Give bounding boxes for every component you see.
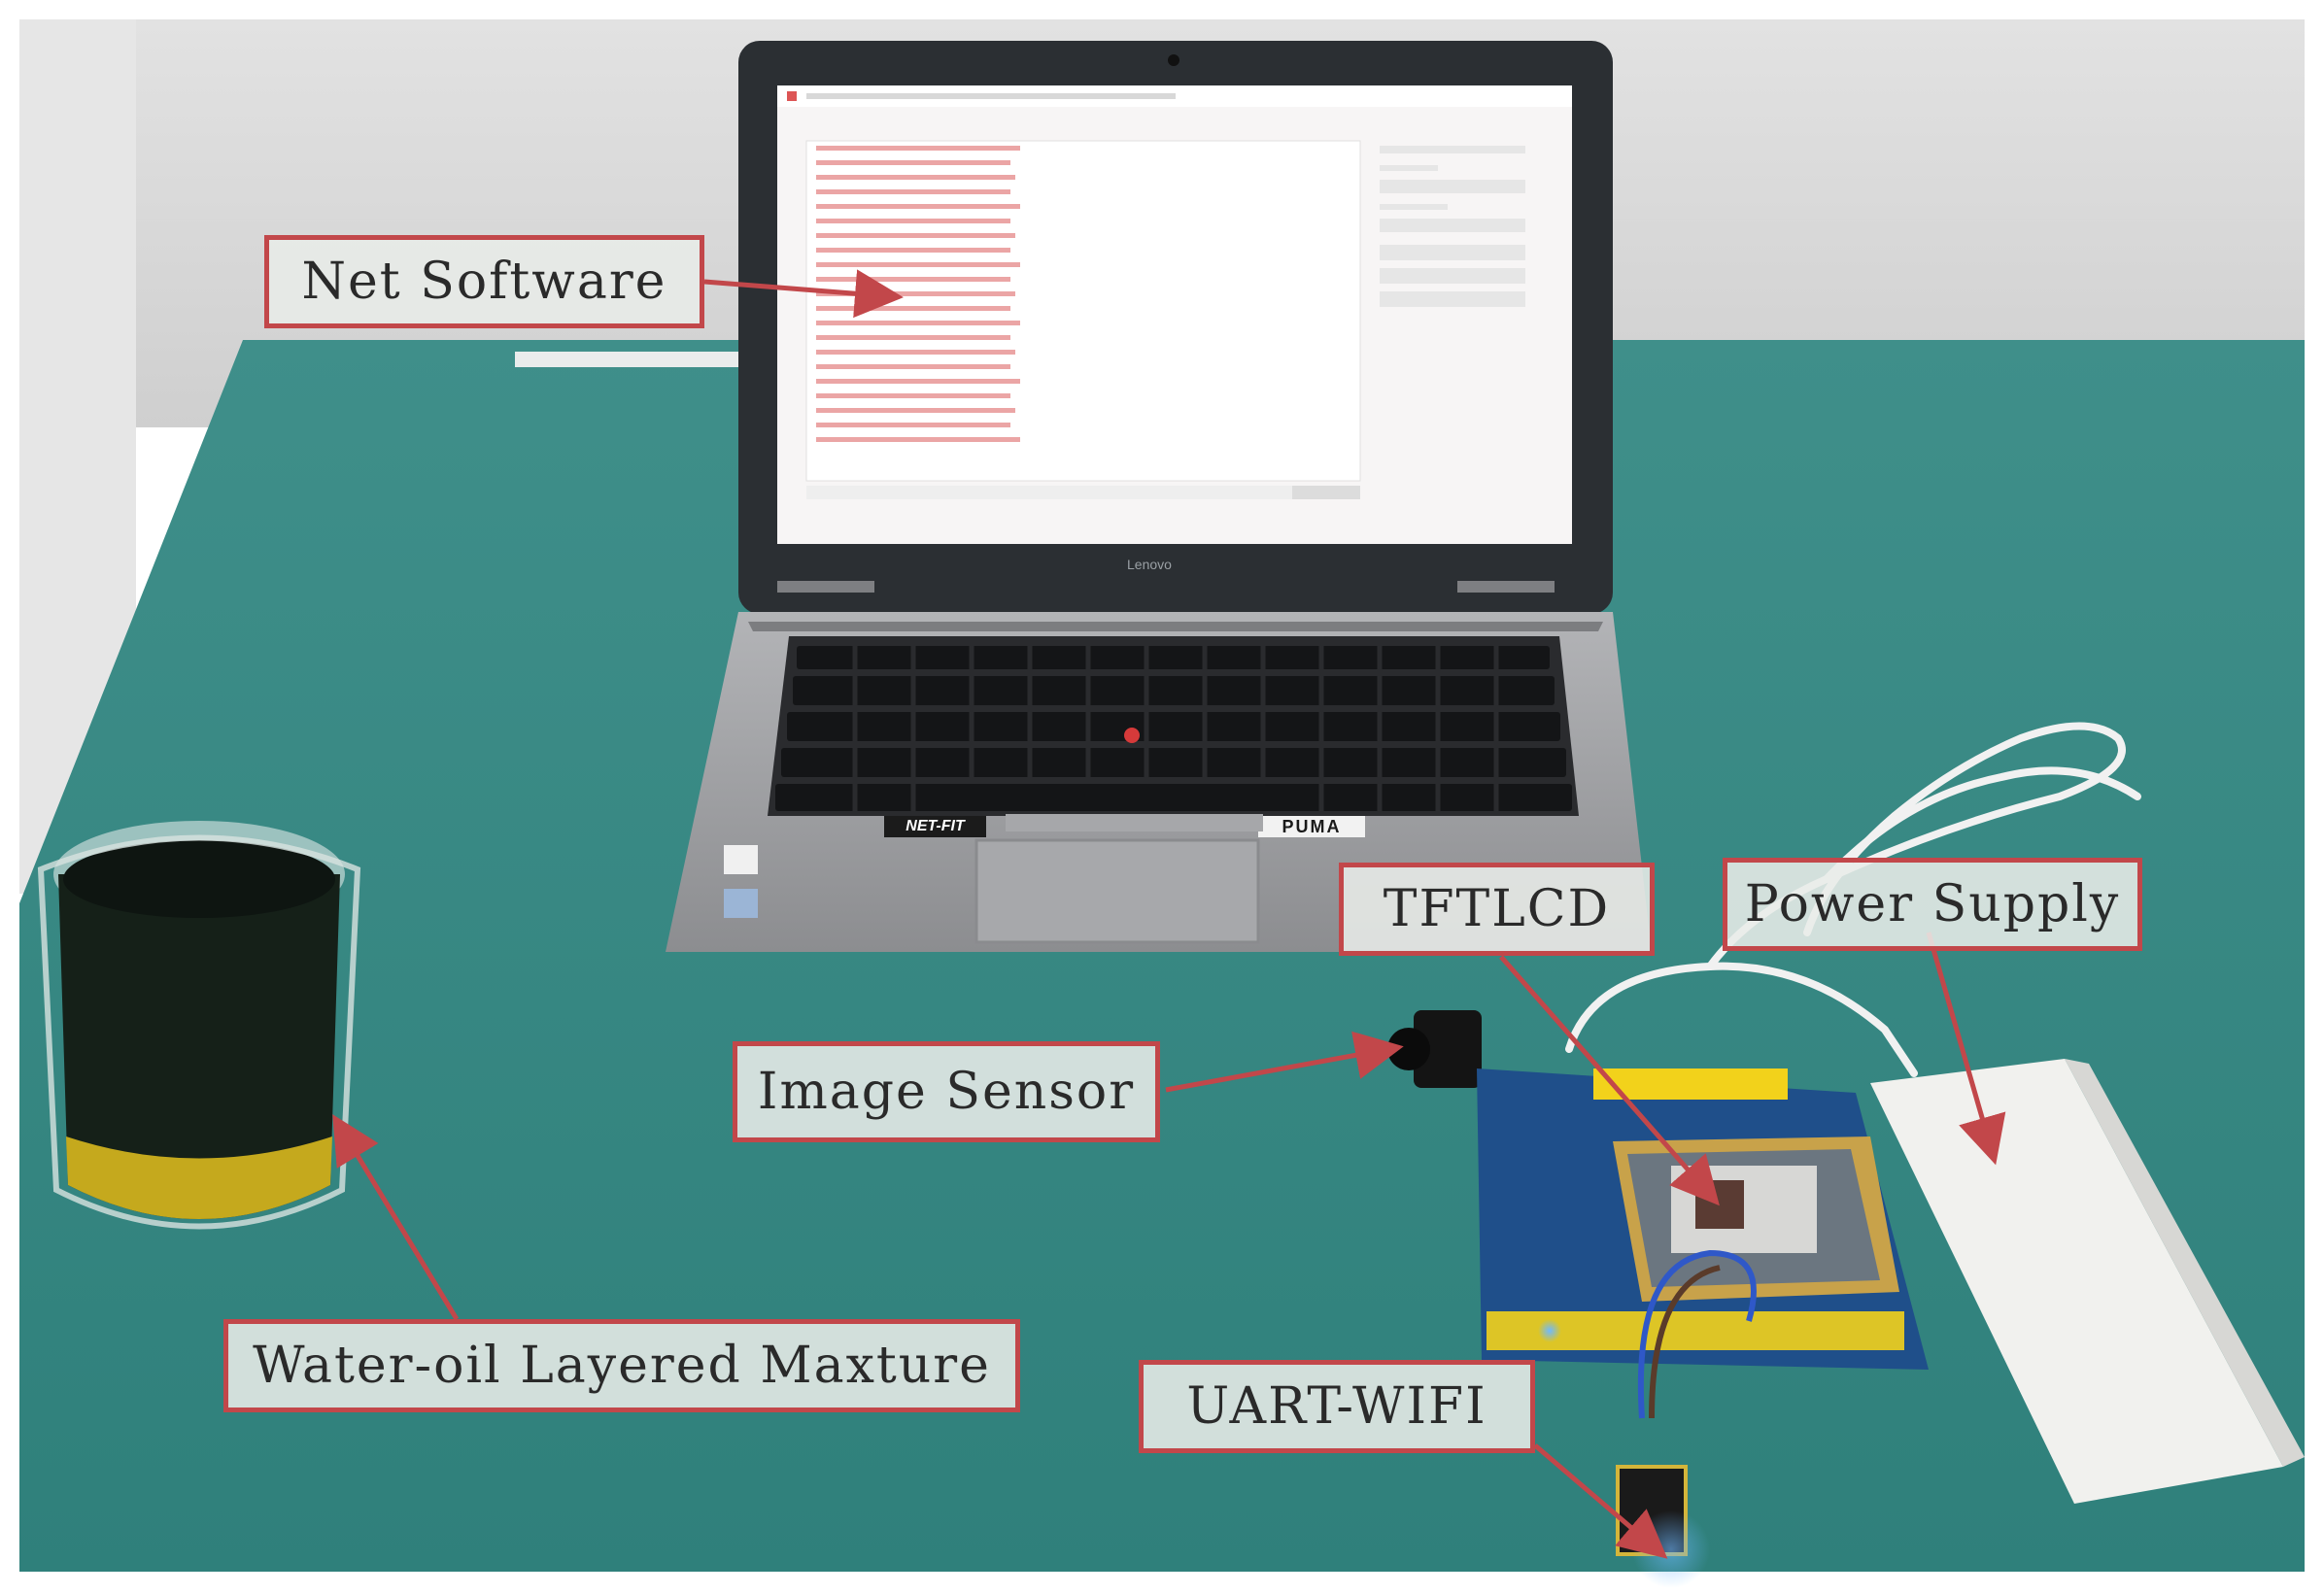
beaker-mixture (37, 821, 361, 1230)
arrow-mixture (332, 1114, 460, 1321)
label-image-sensor: Image Sensor (733, 1041, 1160, 1142)
arrow-net-software (703, 269, 904, 319)
keyboard-keys (775, 646, 1572, 811)
arrow-tftlcd (1499, 955, 1720, 1206)
laptop-brand: Lenovo (1127, 557, 1172, 572)
label-uart-wifi: UART-WIFI (1139, 1360, 1535, 1453)
label-mixture: Water-oil Layered Maxture (223, 1319, 1020, 1412)
software-log-lines (816, 146, 1020, 442)
dev-board (1477, 1068, 1929, 1370)
power-bank (1870, 1059, 2305, 1504)
sticker-puma: PUMA (1282, 817, 1342, 836)
arrow-power-supply (1926, 932, 2006, 1166)
callout-arrows (332, 269, 2006, 1559)
label-power-supply: Power Supply (1723, 858, 2142, 951)
label-net-software: Net Software (264, 235, 704, 328)
arrow-image-sensor (1165, 1031, 1404, 1093)
label-tftlcd: TFTLCD (1339, 863, 1655, 956)
software-side-panel (1380, 146, 1525, 307)
sticker-netfit: NET-FIT (906, 818, 965, 834)
arrow-uart-wifi (1533, 1443, 1668, 1559)
laptop (666, 41, 1652, 952)
